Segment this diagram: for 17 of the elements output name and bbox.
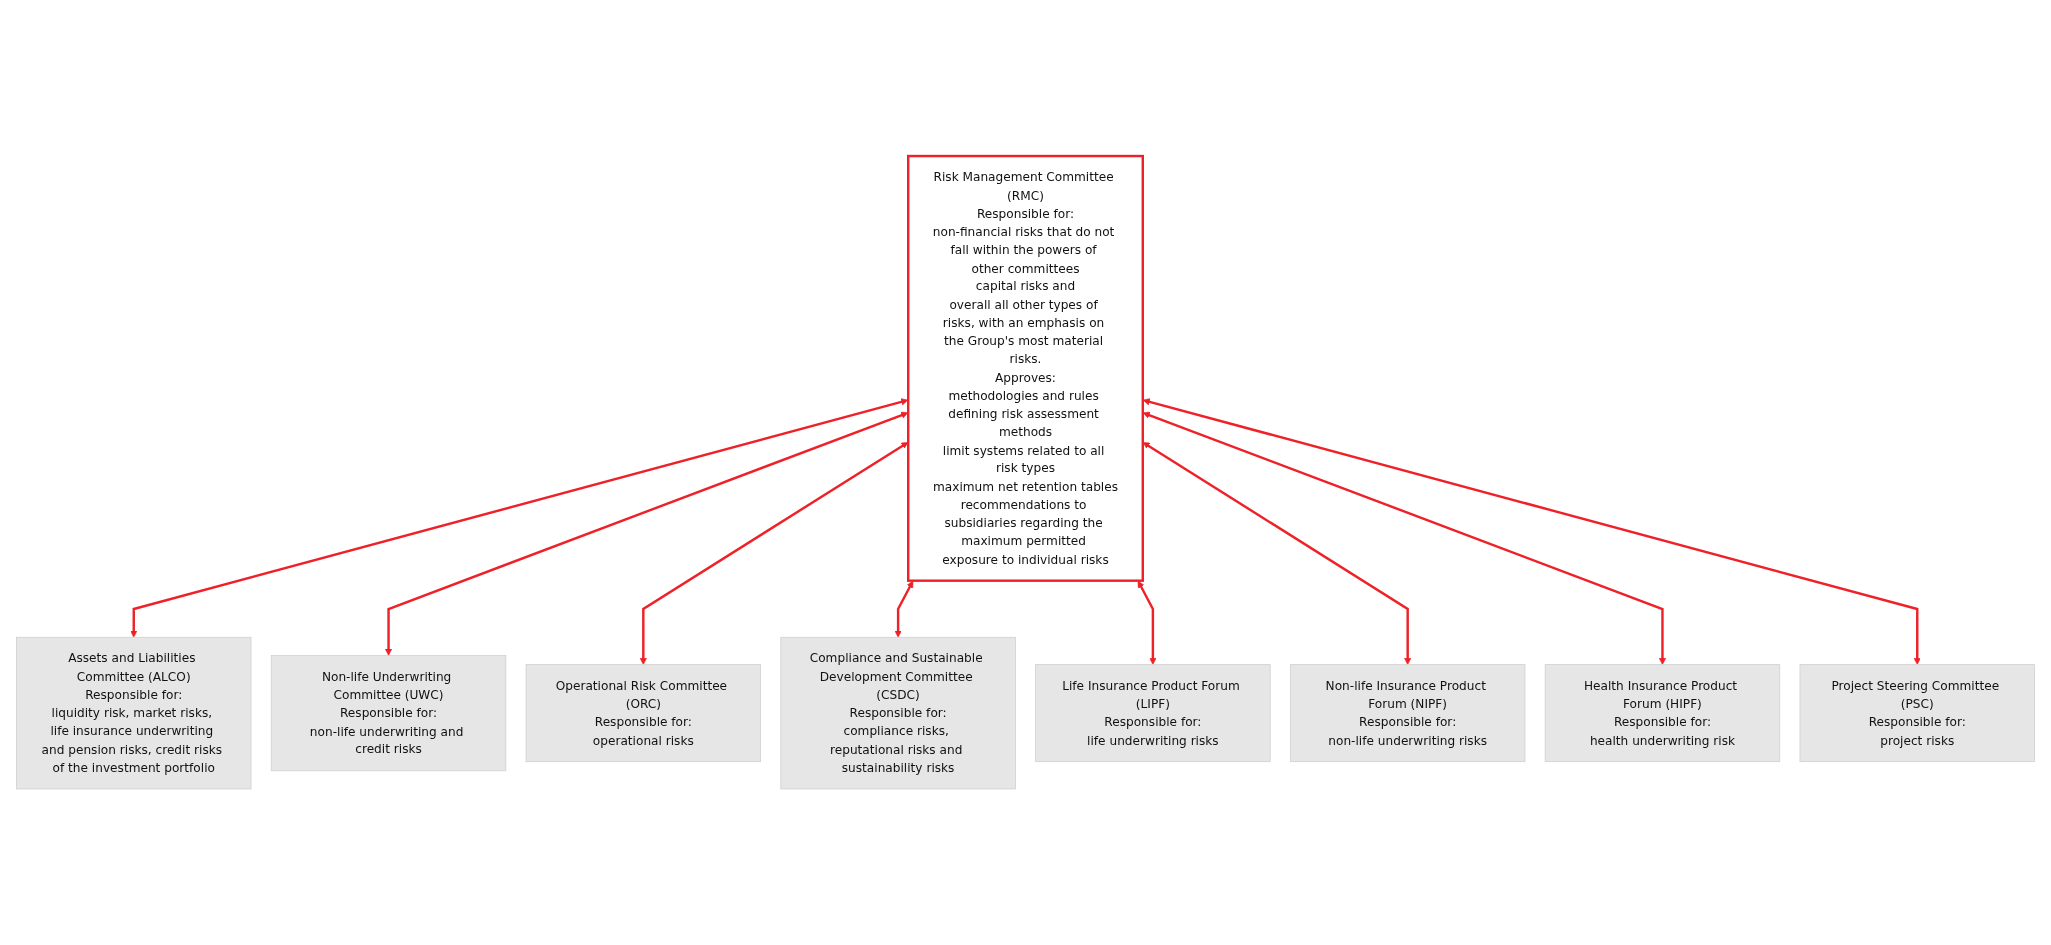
node-box: Operational Risk Committee (ORC) Responsible for: operational risks [525,664,761,763]
node-box: Health Insurance Product Forum (HIPF) Responsible for: health underwriting risk [1544,664,1781,763]
node-box: Project Steering Committee (PSC) Responsible for: project risks [1799,664,2035,763]
node-box: Risk Management Committee (RMC) Responsible for: non-financial risks that do not fall within the powers of other committees capital risks and overall all other types of risks, with an emphasis on the Group's most material risks. Approves: methodologies and rules defining risk assessment methods limit systems related to all risk types maximum net retention tables recommendations to subsidiaries regarding the maximum permitted exposure to individual risks [907,154,1144,582]
node-box: Non-life Underwriting Committee (UWC) Responsible for: non-life underwriting and credit risks [270,655,507,772]
arrow [639,442,909,665]
arrow [1142,411,1666,665]
arrow [1137,580,1157,665]
node-box: Non-life Insurance Product Forum (NIPF) Responsible for: non-life underwriting risks [1290,664,1526,763]
arrow [1142,442,1412,665]
node-box: Assets and Liabilities Committee (ALCO) Responsible for: liquidity risk, market risks, life insurance underwriting and pension risks, credit risks of the investment portfolio [16,636,252,790]
node-box: Life Insurance Product Forum (LIPF) Responsible for: life underwriting risks [1035,664,1271,763]
node-box: Compliance and Sustainable Development Committee (CSDC) Responsible for: compliance risks, reputational risks and sustainability risks [780,636,1016,790]
arrow [1142,398,1921,665]
arrow [385,411,909,656]
arrow [894,580,914,638]
arrow [130,398,909,638]
